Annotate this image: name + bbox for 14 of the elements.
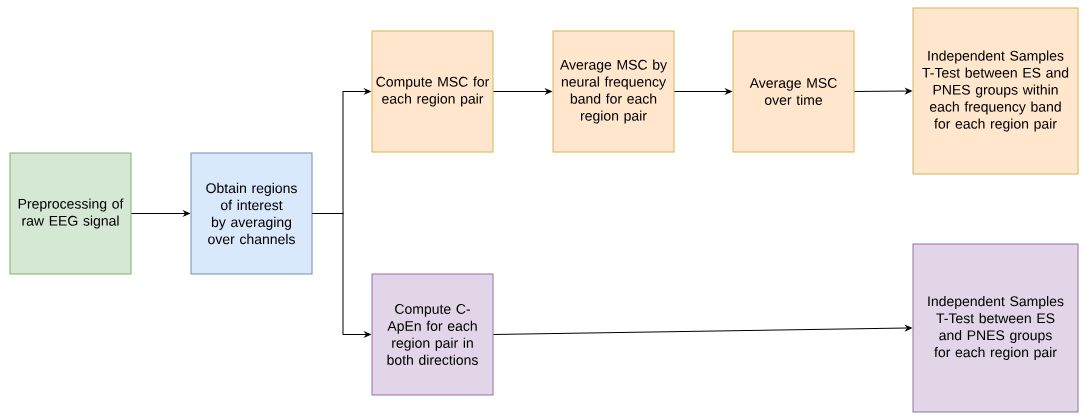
process-box: Average MSC by neural frequency band for each region pair <box>552 30 675 153</box>
process-box: Compute C-ApEn for each region pair in both directions <box>371 273 494 396</box>
arrow <box>493 88 552 95</box>
process-box: Compute MSC for each region pair <box>371 30 494 153</box>
arrow <box>854 88 912 94</box>
process-box: Preprocessing of raw EEG signal <box>9 152 132 275</box>
arrow <box>674 88 732 95</box>
process-box: Independent Samples T-Test between ES and PNES groups within each frequency band for each region pair <box>912 7 1079 175</box>
process-box: Independent Samples T-Test between ES and PNES groups for each region pair <box>912 243 1079 413</box>
process-box: Average MSC over time <box>732 30 855 153</box>
arrow <box>131 210 190 217</box>
arrow <box>493 325 912 335</box>
process-box: Obtain regions of interest by averaging over channels <box>190 152 313 275</box>
arrow <box>312 213 371 338</box>
